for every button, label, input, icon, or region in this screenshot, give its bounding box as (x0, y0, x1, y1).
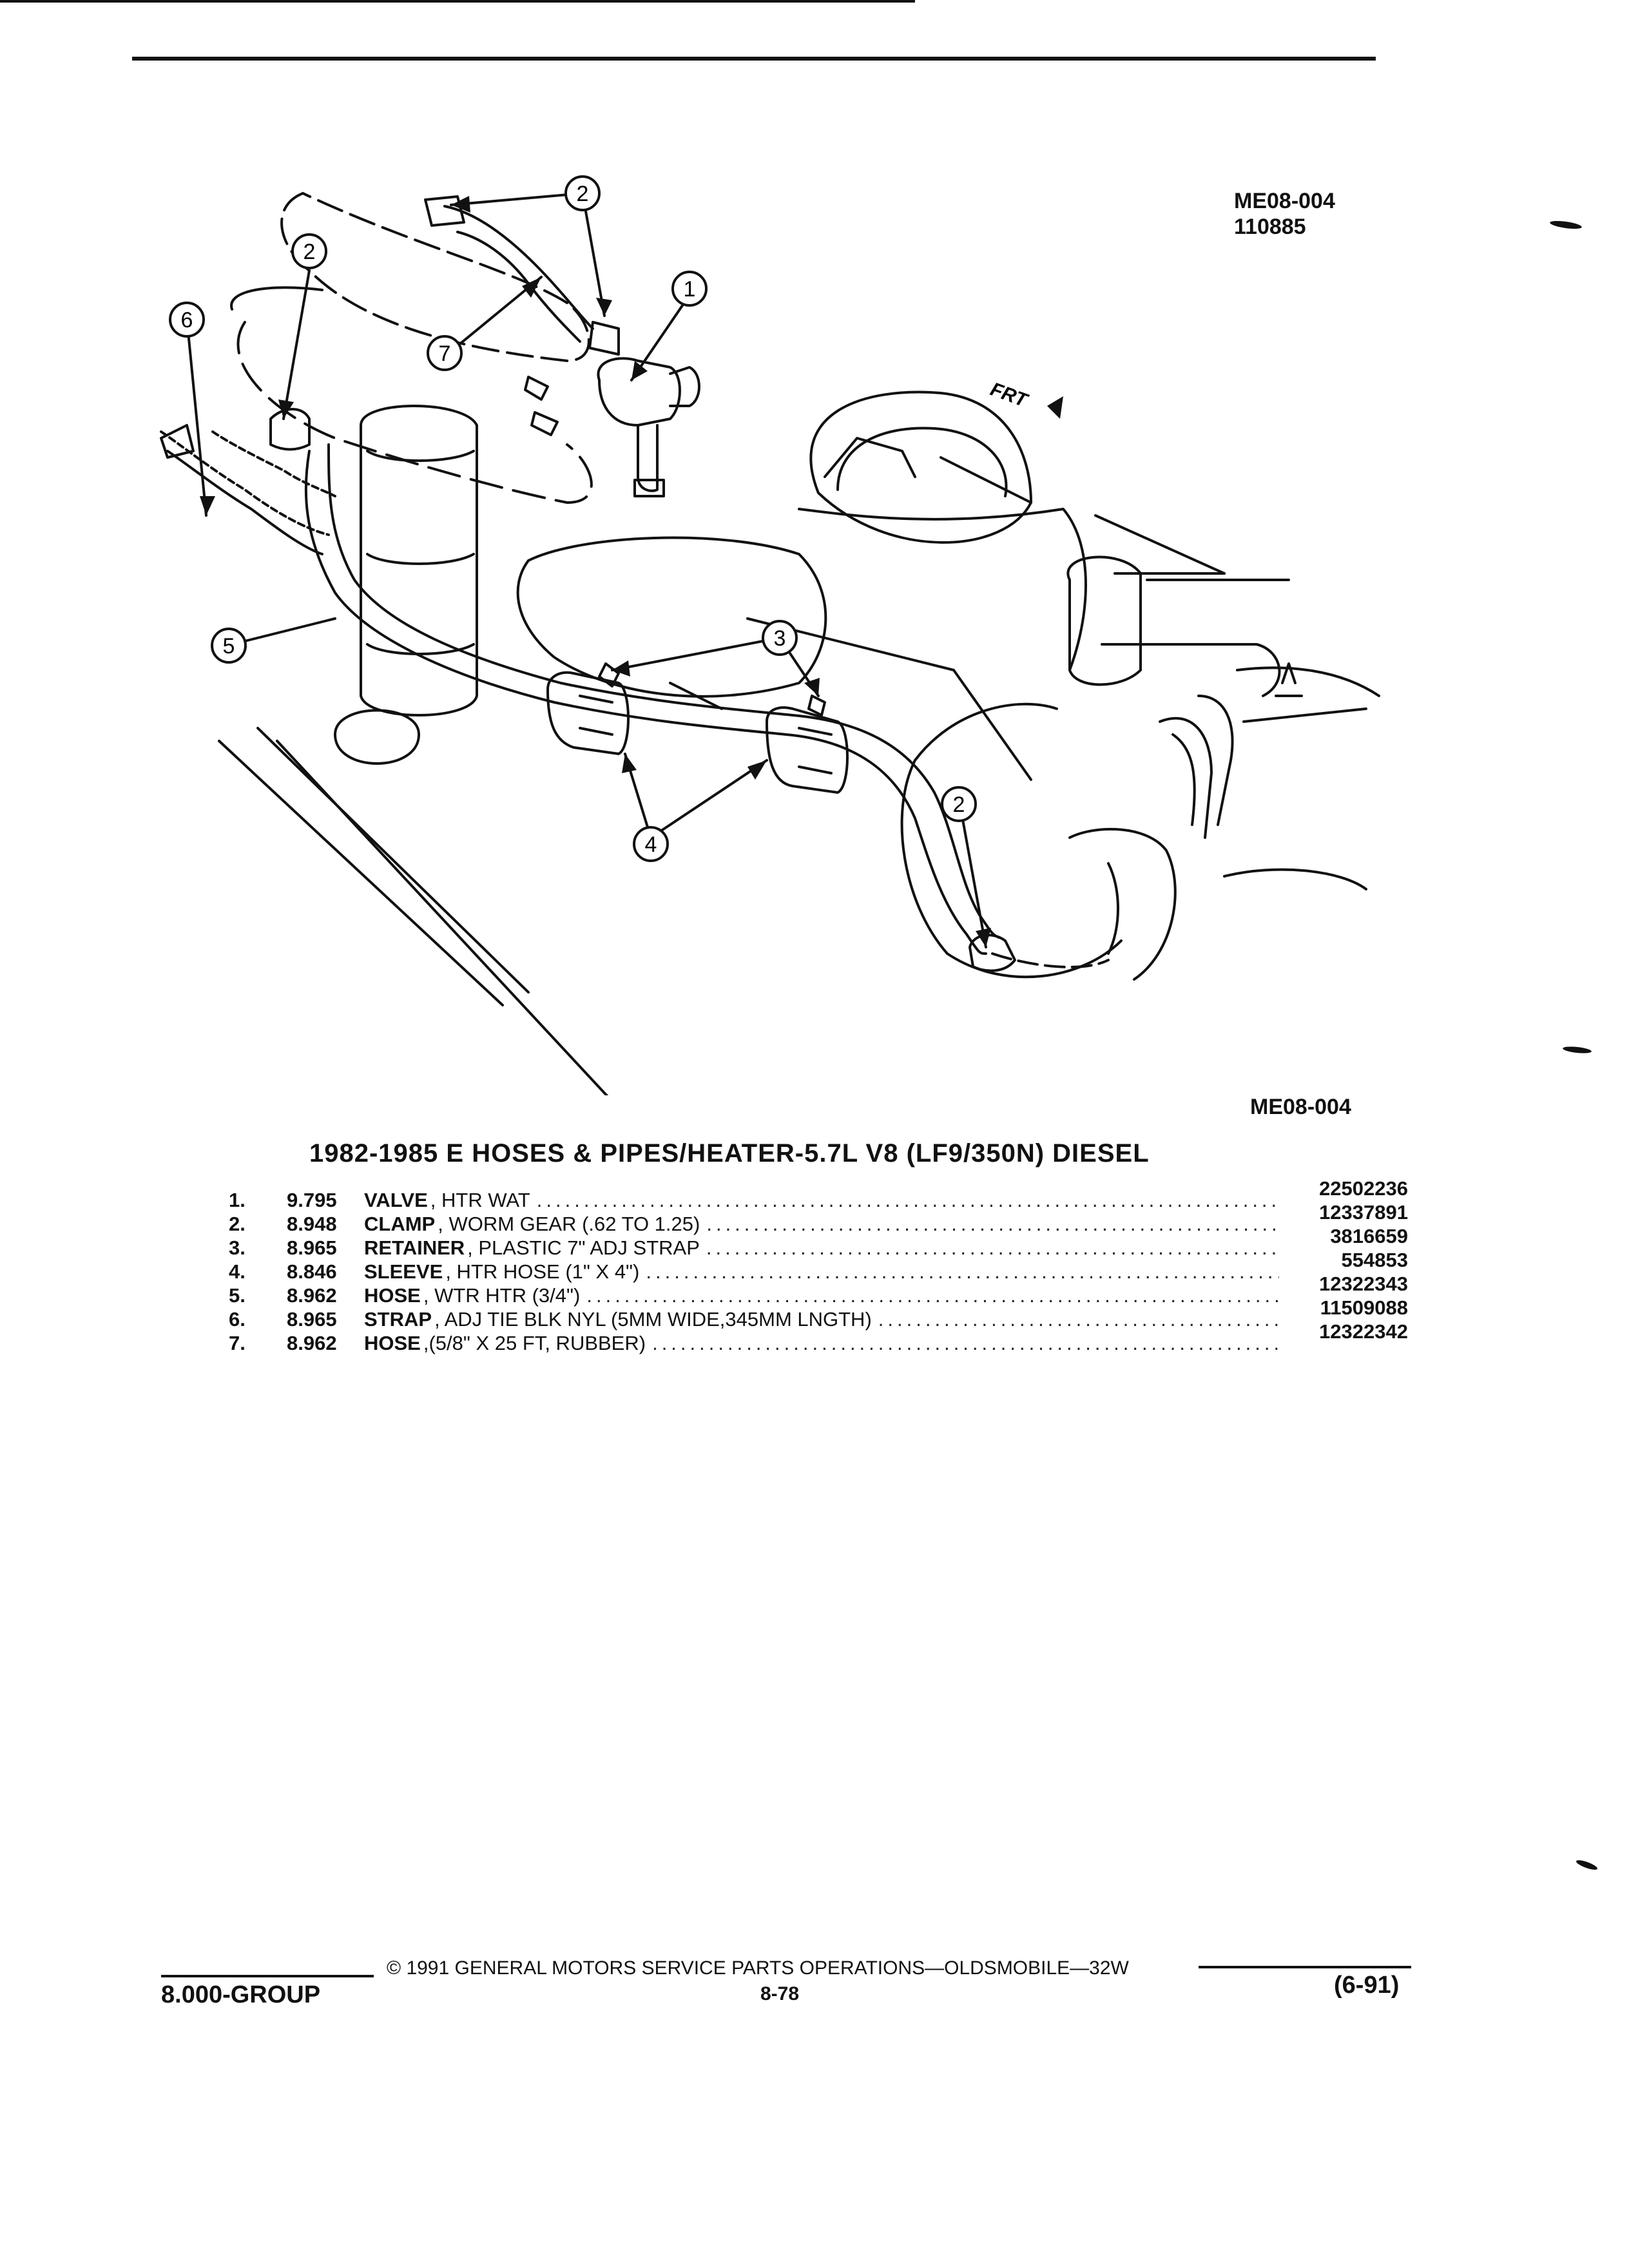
top-edge-rule (0, 0, 915, 3)
callout-3: 3 (762, 620, 798, 656)
leader-dots: ........................................… (536, 1189, 1279, 1211)
group-code: 8.846 (287, 1260, 337, 1283)
part-name: SLEEVE (364, 1260, 443, 1283)
callout-label: 2 (577, 182, 589, 206)
callout-4: 4 (633, 826, 669, 862)
group-code: 8.965 (287, 1308, 337, 1331)
front-direction-indicator: FRT (988, 379, 1063, 419)
item-number: 2. (229, 1213, 246, 1235)
group-label: 8.000-GROUP (161, 1981, 321, 2008)
parts-list-row: 2. 8.948 CLAMP , WORM GEAR (.62 TO 1.25)… (229, 1201, 1408, 1236)
group-code: 8.948 (287, 1213, 337, 1235)
callout-6: 6 (169, 302, 205, 338)
revision-date: (6-91) (1334, 1972, 1400, 1999)
parts-list-row: 1. 9.795 VALVE , HTR WAT ...............… (229, 1177, 1408, 1213)
part-name: HOSE (364, 1332, 421, 1354)
parts-list-row: 5. 8.962 HOSE , WTR HTR (3/4") .........… (229, 1273, 1408, 1308)
footer-rule-right (1199, 1966, 1411, 1968)
group-code: 9.795 (287, 1189, 337, 1211)
item-number: 3. (229, 1236, 246, 1259)
header-rule (132, 57, 1376, 61)
leader-dots: ........................................… (646, 1260, 1279, 1283)
parts-list-row: 3. 8.965 RETAINER , PLASTIC 7" ADJ STRAP… (229, 1225, 1408, 1260)
leader-dots: ........................................… (878, 1308, 1279, 1331)
part-description: , ADJ TIE BLK NYL (5MM WIDE,345MM LNGTH) (434, 1308, 872, 1331)
part-number: 554853 (1341, 1249, 1408, 1271)
parts-list-row: 6. 8.965 STRAP , ADJ TIE BLK NYL (5MM WI… (229, 1296, 1408, 1332)
part-name: STRAP (364, 1308, 432, 1331)
callout-1: 1 (671, 271, 708, 307)
footer-rule-left (161, 1975, 374, 1977)
item-number: 1. (229, 1189, 246, 1211)
parts-list: 1. 9.795 VALVE , HTR WAT ...............… (229, 1177, 1408, 1356)
part-description: , HTR HOSE (1" X 4") (445, 1260, 640, 1283)
callout-label: 5 (223, 634, 235, 658)
leader-dots: ........................................… (706, 1236, 1279, 1259)
parts-list-row: 7. 8.962 HOSE ,(5/8" X 25 FT, RUBBER) ..… (229, 1320, 1408, 1356)
parts-list-row: 4. 8.846 SLEEVE , HTR HOSE (1" X 4") ...… (229, 1249, 1408, 1284)
part-description: , WTR HTR (3/4") (423, 1284, 581, 1307)
figure-ref-date: 110885 (1234, 215, 1306, 239)
leader-dots: ........................................… (706, 1213, 1279, 1235)
callout-2: 2 (941, 786, 977, 822)
group-code: 8.965 (287, 1236, 337, 1259)
part-number: 3816659 (1330, 1225, 1408, 1247)
part-description: ,(5/8" X 25 FT, RUBBER) (423, 1332, 646, 1354)
group-code: 8.962 (287, 1284, 337, 1307)
callout-label: 2 (953, 793, 965, 817)
part-description: , PLASTIC 7" ADJ STRAP (467, 1236, 700, 1259)
callout-label: 7 (439, 341, 451, 366)
part-name: HOSE (364, 1284, 421, 1307)
copyright-line: © 1991 GENERAL MOTORS SERVICE PARTS OPER… (387, 1957, 1129, 1979)
part-name: RETAINER (364, 1236, 465, 1259)
front-arrow-icon (1047, 396, 1063, 419)
callout-label: 4 (645, 832, 657, 857)
item-number: 4. (229, 1260, 246, 1283)
part-number: 22502236 (1319, 1177, 1408, 1200)
part-description: , HTR WAT (430, 1189, 530, 1211)
part-number: 12337891 (1319, 1201, 1408, 1224)
part-number: 12322342 (1319, 1320, 1408, 1343)
callout-2: 2 (564, 175, 601, 211)
leader-dots: ........................................… (652, 1332, 1279, 1354)
part-number: 11509088 (1320, 1296, 1408, 1319)
figure-ref-bottom: ME08-004 (1250, 1095, 1351, 1119)
margin-mark (1575, 1858, 1599, 1872)
callout-label: 1 (684, 277, 696, 302)
heater-hose-diagram: FRT 1 2 2 2 3 4 5 6 7 (160, 175, 1380, 1095)
section-title: 1982-1985 E HOSES & PIPES/HEATER-5.7L V8… (309, 1139, 1150, 1168)
group-code: 8.962 (287, 1332, 337, 1354)
figure-ref-top: ME08-004 (1234, 189, 1335, 213)
callout-5: 5 (211, 628, 247, 664)
callout-label: 3 (774, 626, 786, 651)
part-name: CLAMP (364, 1213, 436, 1235)
callout-2: 2 (291, 233, 327, 269)
callout-label: 6 (181, 308, 193, 332)
leader-dots: ........................................… (586, 1284, 1279, 1307)
item-number: 7. (229, 1332, 246, 1354)
part-description: , WORM GEAR (.62 TO 1.25) (438, 1213, 700, 1235)
part-number: 12322343 (1319, 1273, 1408, 1295)
part-name: VALVE (364, 1189, 428, 1211)
page-number: 8-78 (760, 1983, 800, 2004)
callout-label: 2 (304, 240, 316, 264)
front-label: FRT (988, 379, 1032, 412)
item-number: 5. (229, 1284, 246, 1307)
item-number: 6. (229, 1308, 246, 1331)
callout-7: 7 (427, 335, 463, 371)
